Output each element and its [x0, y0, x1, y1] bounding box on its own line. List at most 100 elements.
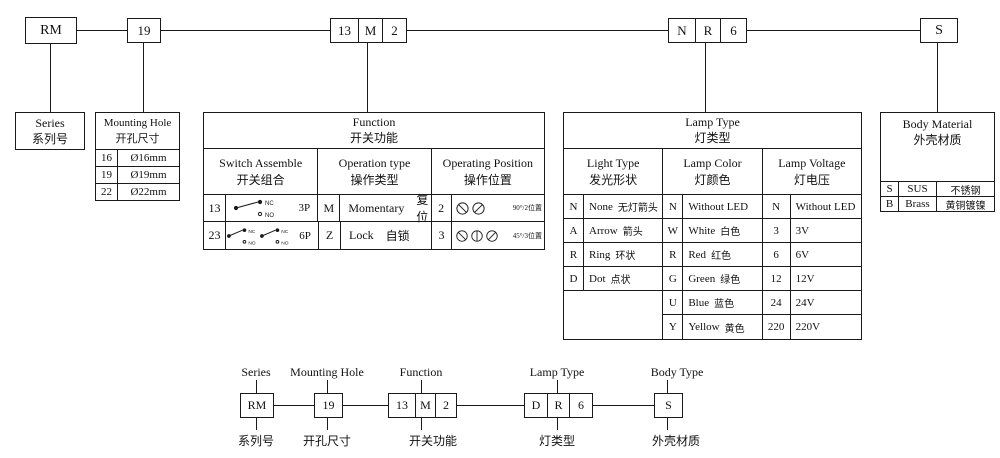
lamp-drop-line	[705, 43, 706, 112]
code-body-value: S	[935, 22, 943, 38]
example-label-lamp-en: Lamp Type	[529, 365, 585, 379]
example-tick	[557, 418, 558, 430]
light-type-en: None	[589, 200, 613, 213]
code-lamp-cell-1: N	[677, 22, 687, 38]
operating-position-header-en: Operating Position	[442, 155, 533, 170]
series-drop-line	[50, 43, 51, 112]
lamp-color-code: N	[663, 195, 684, 218]
example-function-cell-2: M	[415, 394, 435, 417]
example-tick	[557, 380, 558, 393]
example-function-cell-3: 2	[435, 394, 456, 417]
lamp-color-cn: 绿色	[720, 275, 741, 286]
lamp-color-en: Blue	[688, 296, 710, 309]
mounting-code: 22	[96, 184, 118, 200]
light-type-cn: 点状	[610, 275, 631, 286]
example-lamp-cell-3: 6	[569, 394, 592, 417]
light-type-en: Ring	[589, 248, 611, 261]
body-material-table: Body Material 外壳材质 S SUS 不锈钢 B Brass 黄铜镀…	[880, 112, 995, 212]
example-label-body-en: Body Type	[650, 365, 704, 379]
example-tick	[421, 380, 422, 393]
svg-text:NO: NO	[281, 240, 288, 246]
lamp-voltage-row: 24 24V	[762, 291, 861, 315]
light-type-header-cn: 发光形状	[589, 172, 638, 187]
code-mounting-value: 19	[137, 22, 151, 38]
light-type-code: A	[564, 219, 584, 242]
example-label-function-en: Function	[399, 365, 443, 379]
operating-position-cell: 3 45°/3位置	[432, 222, 544, 249]
position-symbol-icon	[456, 201, 469, 215]
svg-text:NC: NC	[281, 229, 288, 235]
lamp-voltage-code: 3	[763, 219, 791, 242]
lamp-color-en: Green	[688, 272, 716, 285]
mounting-size: Ø19mm	[130, 169, 167, 181]
lamp-voltage-code: 24	[763, 291, 791, 314]
example-function-cell-1: 13	[396, 398, 408, 412]
body-material-title-en: Body Material	[902, 117, 973, 131]
function-title-en: Function	[352, 115, 396, 129]
mounting-code: 19	[96, 167, 118, 183]
example-lamp-cell-2: R	[547, 394, 569, 417]
lamp-color-cn: 蓝色	[714, 299, 735, 310]
lamp-color-code: G	[663, 267, 684, 290]
position-symbols	[452, 229, 499, 243]
lamp-voltage-code: N	[763, 195, 791, 218]
mounting-code: 16	[96, 150, 118, 166]
example-tick	[421, 418, 422, 430]
example-tick	[256, 418, 257, 430]
example-tick	[667, 418, 668, 430]
lamp-color-code: R	[663, 243, 684, 266]
function-column-headers: Switch Assemble 开关组合 Operation type 操作类型…	[204, 149, 544, 195]
example-box-body: S	[654, 393, 683, 418]
switch-assemble-header-en: Switch Assemble	[219, 155, 303, 170]
operation-label-en: Momentary	[348, 200, 405, 215]
svg-text:NO: NO	[248, 240, 255, 246]
svg-text:NC: NC	[265, 201, 274, 207]
lamp-voltage-value: Without LED	[795, 200, 856, 213]
top-horizontal-connector	[50, 30, 938, 31]
lamp-voltage-header: Lamp Voltage 灯电压	[762, 149, 861, 195]
operating-position-header: Operating Position 操作位置	[432, 149, 544, 194]
light-type-row: D Dot 点状	[564, 267, 663, 291]
example-box-function: 13 M 2	[388, 393, 457, 418]
position-symbol-icon	[472, 201, 485, 215]
light-type-code: D	[564, 267, 584, 290]
code-series-value: RM	[40, 22, 62, 38]
poles-label: 6P	[299, 229, 311, 242]
lamp-color-header-en: Lamp Color	[683, 155, 742, 170]
light-type-code: R	[564, 243, 584, 266]
light-type-header: Light Type 发光形状	[564, 149, 663, 195]
lamp-voltage-value: 6V	[795, 248, 810, 261]
operation-type-header-en: Operation type	[338, 155, 411, 170]
lamp-voltage-value: 220V	[795, 321, 821, 333]
code-function-cell-1: 13	[338, 22, 351, 38]
light-type-empty-area	[564, 291, 662, 339]
mounting-title-en: Mounting Hole	[103, 116, 172, 129]
lamp-color-row: N Without LED	[663, 195, 762, 219]
switch-code: 23	[204, 222, 226, 249]
lamp-voltage-row: 12 12V	[762, 267, 861, 291]
switch-assemble-header: Switch Assemble 开关组合	[204, 149, 319, 194]
lamp-voltage-row: 6 6V	[762, 243, 861, 267]
svg-text:NC: NC	[248, 229, 255, 235]
position-code: 3	[432, 222, 452, 249]
position-symbol-icon	[456, 229, 468, 242]
lamp-color-header: Lamp Color 灯颜色	[663, 149, 762, 195]
light-type-en: Arrow	[589, 224, 618, 237]
lamp-voltage-header-cn: 灯电压	[793, 172, 830, 187]
lamp-color-cn: 红色	[711, 251, 732, 262]
body-drop-line	[937, 43, 938, 112]
series-label-en: Series	[35, 115, 65, 130]
function-title-cn: 开关功能	[349, 131, 398, 145]
position-note: 90°/2位置	[512, 204, 542, 212]
poles-label: 3P	[298, 202, 311, 214]
light-type-en: Dot	[589, 272, 606, 285]
lamp-voltage-header-en: Lamp Voltage	[778, 155, 846, 170]
example-series-value: RM	[247, 398, 267, 412]
body-material-title-cn: 外壳材质	[913, 133, 962, 147]
switch-assemble-cell: 13 NC NO 3P	[204, 195, 319, 221]
code-lamp-cell-3: 6	[720, 19, 746, 42]
